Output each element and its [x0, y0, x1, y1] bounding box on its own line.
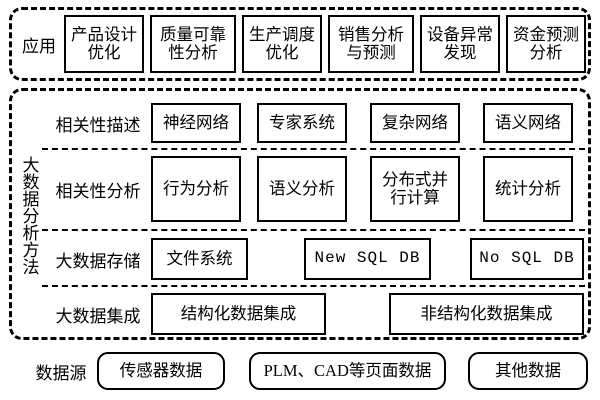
data-source-item-sensor-data[interactable]: 传感器数据 — [97, 352, 225, 390]
box-label: 资金预测分析 — [513, 24, 579, 62]
box-label: 专家系统 — [269, 112, 335, 132]
box-label: 产品设计优化 — [71, 24, 137, 62]
big-data-integration-item-structured-data-integration[interactable]: 结构化数据集成 — [151, 293, 326, 335]
box-label: 分布式并行计算 — [382, 169, 448, 207]
application-item-product-design-optimization[interactable]: 产品设计优化 — [64, 15, 144, 73]
correlation-description-item-neural-network[interactable]: 神经网络 — [151, 103, 241, 143]
correlation-description-item-complex-network[interactable]: 复杂网络 — [370, 103, 460, 143]
box-label: 语义网络 — [495, 112, 561, 132]
big-data-storage-item-new-sql-db[interactable]: New SQL DB — [304, 238, 431, 280]
big-data-integration-item-unstructured-data-integration[interactable]: 非结构化数据集成 — [389, 293, 584, 335]
application-item-equipment-anomaly-discovery[interactable]: 设备异常发现 — [420, 15, 500, 73]
box-label: 复杂网络 — [382, 112, 448, 132]
application-layer-label: 应用 — [22, 36, 56, 56]
data-source-layer-label: 数据源 — [35, 363, 87, 383]
box-label: 行为分析 — [163, 178, 229, 198]
box-label: PLM、CAD等页面数据 — [263, 360, 432, 380]
application-item-quality-reliability-analysis[interactable]: 质量可靠性分析 — [150, 15, 236, 73]
application-item-capital-forecast-analysis[interactable]: 资金预测分析 — [506, 15, 586, 73]
box-label: 统计分析 — [495, 178, 561, 198]
separator-row1-row2 — [42, 148, 585, 150]
box-label: 销售分析与预测 — [338, 24, 404, 62]
box-label: 生产调度优化 — [249, 24, 315, 62]
big-data-storage-item-file-system[interactable]: 文件系统 — [151, 238, 248, 280]
box-label: 质量可靠性分析 — [160, 24, 226, 62]
box-label: No SQL DB — [479, 249, 575, 268]
data-source-item-other-data[interactable]: 其他数据 — [468, 352, 588, 390]
box-label: 神经网络 — [163, 112, 229, 132]
correlation-analysis-item-distributed-parallel-computing[interactable]: 分布式并行计算 — [370, 156, 460, 222]
box-label: 结构化数据集成 — [180, 303, 297, 323]
box-label: 传感器数据 — [119, 360, 203, 380]
correlation-description-item-expert-system[interactable]: 专家系统 — [257, 103, 347, 143]
row-label-correlation-description: 相关性描述 — [55, 115, 141, 135]
correlation-description-item-semantic-network[interactable]: 语义网络 — [483, 103, 573, 143]
row-label-big-data-integration: 大数据集成 — [55, 306, 141, 326]
box-label: 语义分析 — [269, 178, 335, 198]
box-label: 非结构化数据集成 — [420, 303, 553, 323]
application-layer-container — [9, 7, 591, 81]
box-label: 其他数据 — [495, 360, 561, 380]
big-data-analysis-method-container — [9, 88, 591, 340]
correlation-analysis-item-behavior-analysis[interactable]: 行为分析 — [151, 156, 241, 222]
row-label-big-data-storage: 大数据存储 — [55, 251, 141, 271]
correlation-analysis-item-statistical-analysis[interactable]: 统计分析 — [483, 156, 573, 222]
separator-row3-row4 — [42, 285, 585, 287]
box-label: New SQL DB — [314, 249, 421, 268]
big-data-analysis-method-label: 大数据分析方法 — [19, 155, 39, 275]
application-item-production-scheduling-optimization[interactable]: 生产调度优化 — [242, 15, 322, 73]
row-label-correlation-analysis: 相关性分析 — [55, 181, 141, 201]
separator-row2-row3 — [42, 229, 585, 231]
big-data-storage-item-no-sql-db[interactable]: No SQL DB — [470, 238, 584, 280]
application-item-sales-analysis-forecast[interactable]: 销售分析与预测 — [328, 15, 414, 73]
box-label: 设备异常发现 — [427, 24, 493, 62]
data-source-item-plm-cad-page-data[interactable]: PLM、CAD等页面数据 — [249, 352, 446, 390]
box-label: 文件系统 — [166, 248, 233, 268]
correlation-analysis-item-semantic-analysis[interactable]: 语义分析 — [257, 156, 347, 222]
